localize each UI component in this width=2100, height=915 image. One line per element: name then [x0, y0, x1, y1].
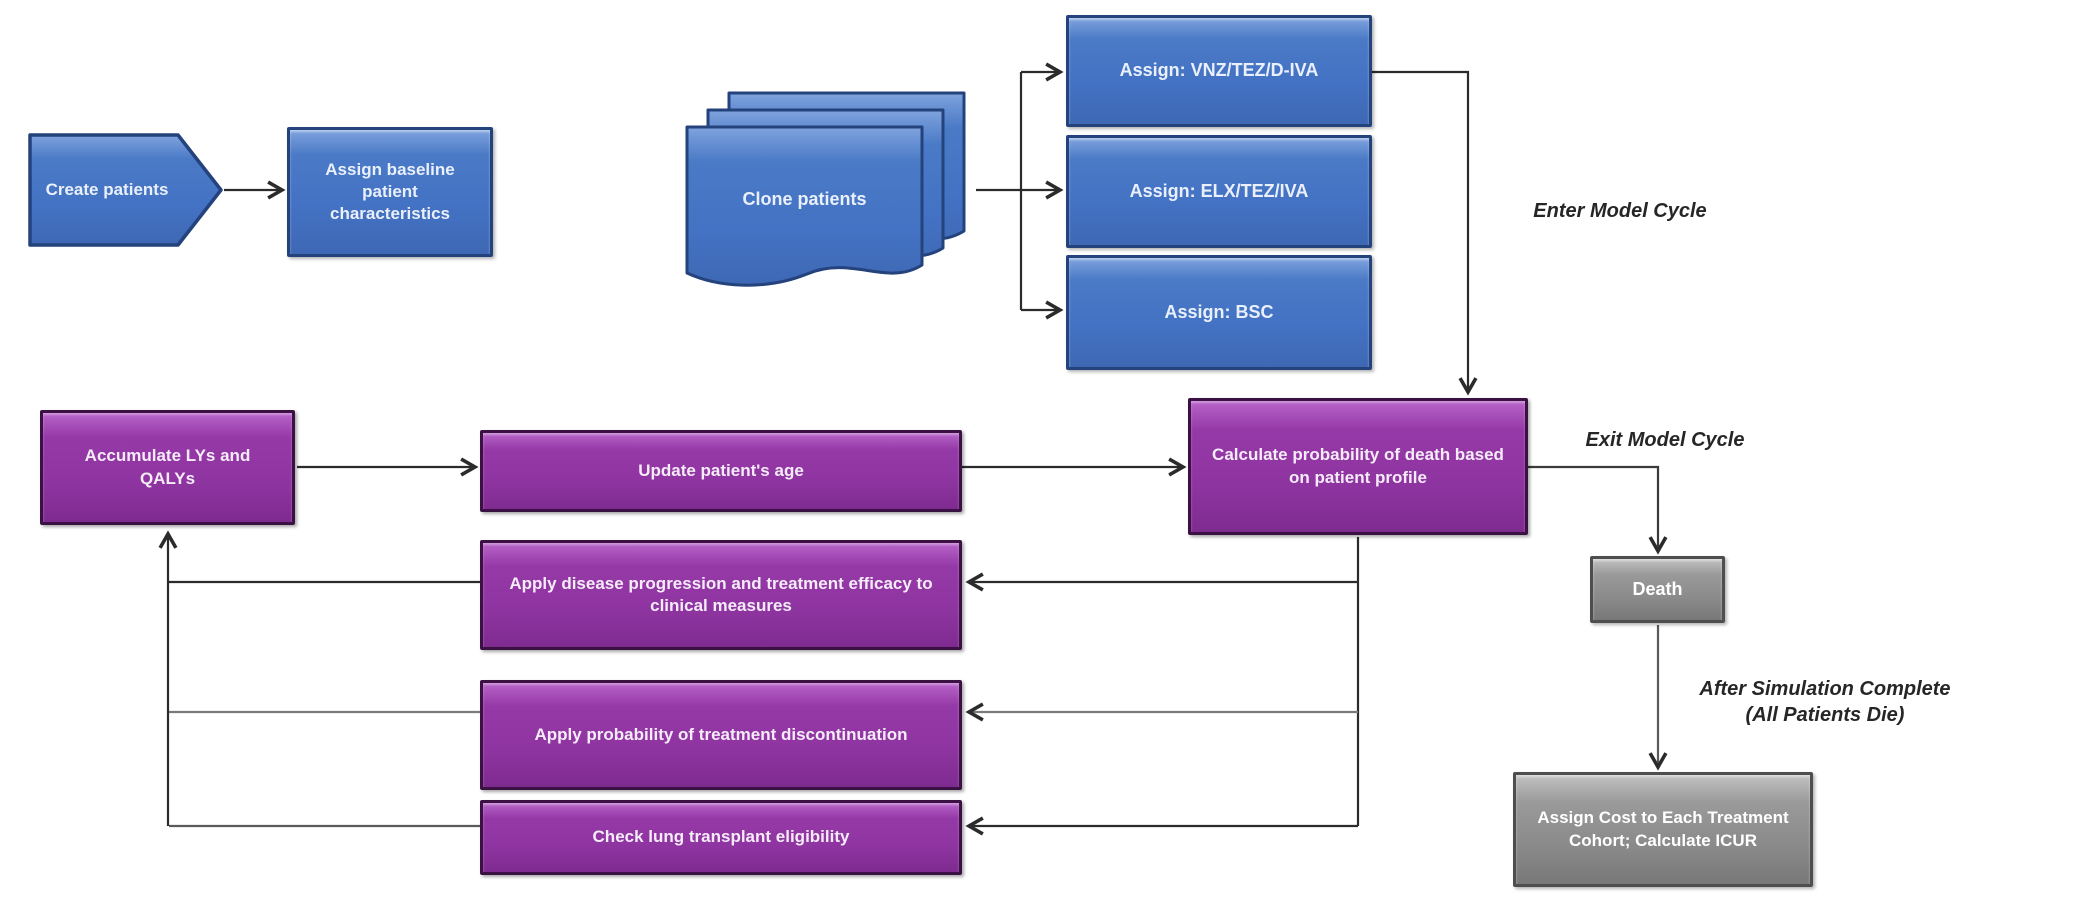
node-assign-elx: Assign: ELX/TEZ/IVA: [1066, 135, 1372, 248]
node-assign-cost: Assign Cost to Each Treatment Cohort; Ca…: [1513, 772, 1813, 887]
node-check-transplant: Check lung transplant eligibility: [480, 800, 962, 875]
clone-documents-icon: [685, 91, 966, 287]
node-assign-baseline: Assign baseline patient characteristics: [287, 127, 493, 257]
node-assign-bsc: Assign: BSC: [1066, 255, 1372, 370]
node-update-age: Update patient's age: [480, 430, 962, 512]
annotation-exit-model-cycle: Exit Model Cycle: [1585, 429, 1745, 451]
node-create-patients: Create patients: [28, 133, 224, 247]
pentagon-shape: [28, 133, 223, 247]
node-calculate-death: Calculate probability of death based on …: [1188, 398, 1528, 535]
clone-patients-label: Clone patients: [742, 188, 867, 209]
node-death: Death: [1590, 556, 1725, 623]
node-accumulate: Accumulate LYs and QALYs: [40, 410, 295, 525]
annotation-after-simulation: After Simulation Complete (All Patients …: [1650, 676, 2000, 728]
create-patients-label: Create patients: [45, 179, 169, 199]
node-apply-discontinuation: Apply probability of treatment discontin…: [480, 680, 962, 790]
node-assign-vnz: Assign: VNZ/TEZ/D-IVA: [1066, 15, 1372, 127]
annotation-enter-model-cycle: Enter Model Cycle: [1533, 200, 1707, 222]
node-clone-patients: Clone patients: [668, 86, 990, 298]
annotation-after-simulation-line2: (All Patients Die): [1745, 704, 1905, 726]
line-enter-model-cycle: [1372, 70, 1478, 396]
annotation-after-simulation-line1: After Simulation Complete: [1699, 678, 1951, 700]
node-apply-disease: Apply disease progression and treatment …: [480, 540, 962, 650]
line-exit-to-death: [1528, 465, 1668, 555]
